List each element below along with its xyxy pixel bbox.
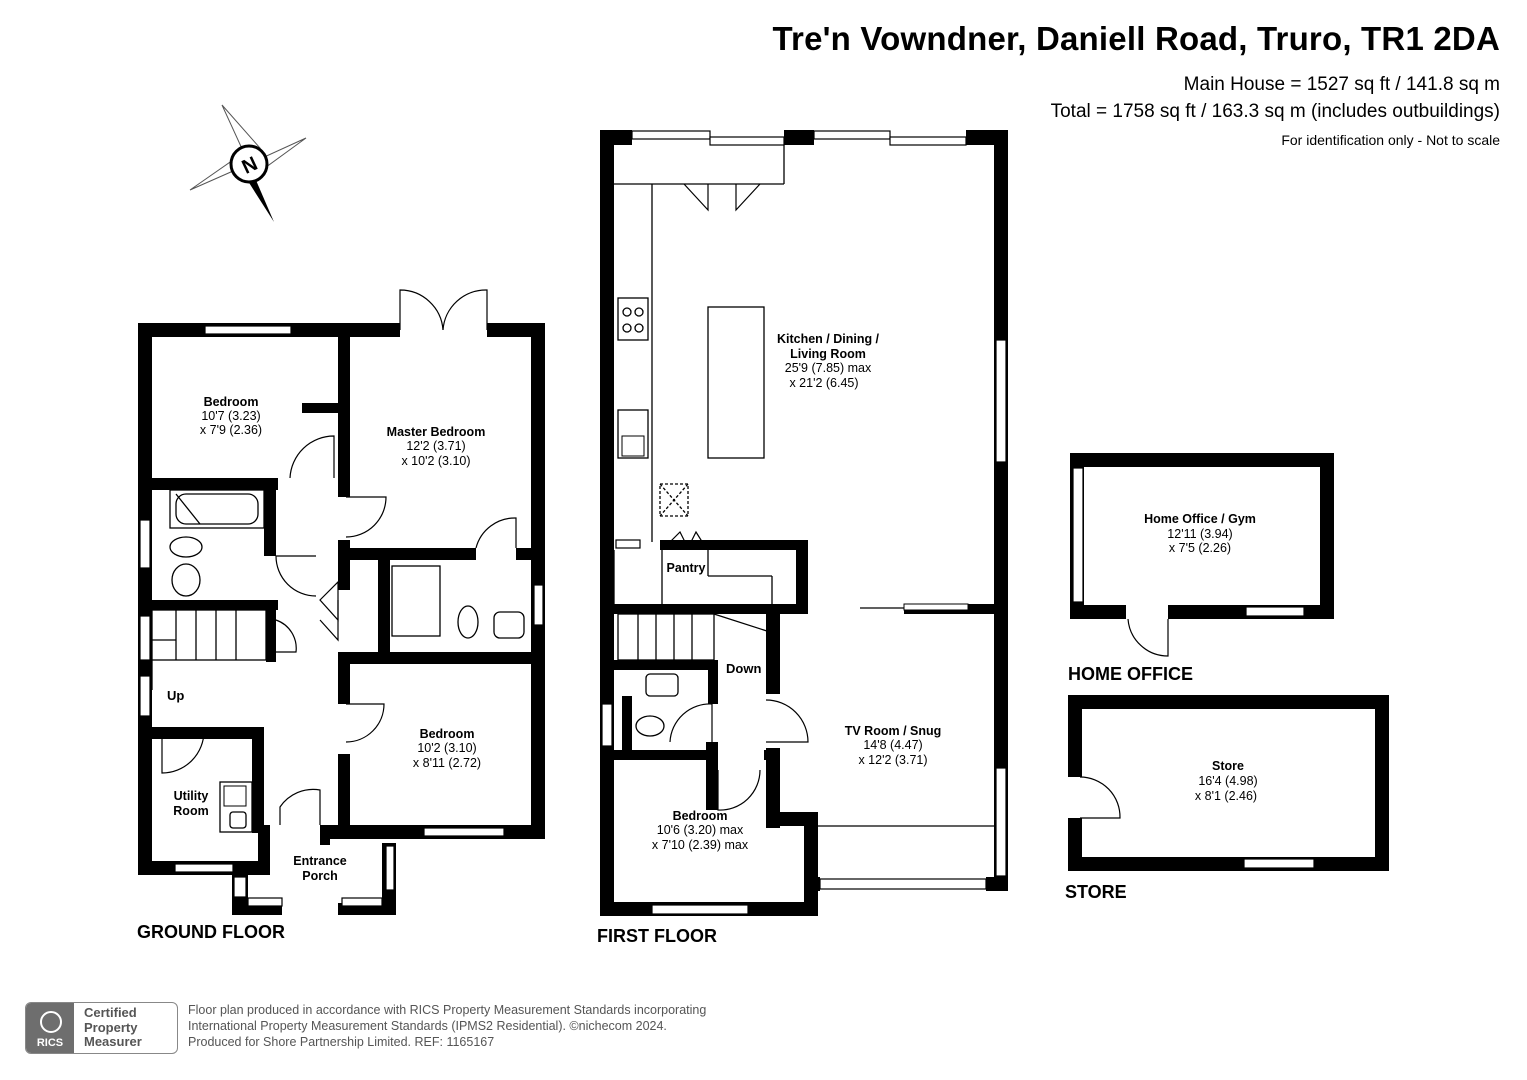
store-dim1: 16'4 (4.98)	[1198, 774, 1257, 788]
store-label: STORE	[1065, 882, 1127, 902]
tv-room-dim2: x 12'2 (3.71)	[858, 753, 927, 767]
bedroom-a-dim2: x 7'9 (2.36)	[200, 423, 262, 437]
bedroom-a-dim1: 10'7 (3.23)	[201, 409, 260, 423]
pantry-name: Pantry	[667, 561, 706, 575]
office-name: Home Office / Gym	[1144, 512, 1256, 526]
stairs-up-label: Up	[167, 688, 184, 703]
rics-badge: RICS Certified Property Measurer	[25, 1002, 178, 1054]
first-floor-plan: Kitchen / Dining / Living Room 25'9 (7.8…	[597, 130, 1008, 946]
bedroom-b-dim2: x 8'11 (2.72)	[413, 756, 481, 770]
compass-icon: N	[189, 104, 307, 222]
rics-logo-icon: RICS	[26, 1003, 74, 1053]
bedroom-a-name: Bedroom	[204, 395, 259, 409]
home-office-label: HOME OFFICE	[1068, 664, 1193, 684]
store-dim2: x 8'1 (2.46)	[1195, 789, 1257, 803]
tv-room-dim1: 14'8 (4.47)	[863, 738, 922, 752]
footer-line1: Floor plan produced in accordance with R…	[188, 1003, 707, 1017]
utility-name1: Utility	[174, 789, 209, 803]
store-name: Store	[1212, 759, 1244, 773]
kitchen-dim1: 25'9 (7.85) max	[785, 361, 872, 375]
bedroom-c-dim2: x 7'10 (2.39) max	[652, 838, 749, 852]
footer-line3: Produced for Shore Partnership Limited. …	[188, 1035, 495, 1049]
utility-name2: Room	[173, 804, 208, 818]
master-bedroom-dim2: x 10'2 (3.10)	[401, 454, 470, 468]
property-title: Tre'n Vowndner, Daniell Road, Truro, TR1…	[772, 20, 1500, 57]
kitchen-name1: Kitchen / Dining /	[777, 332, 880, 346]
total-area: Total = 1758 sq ft / 163.3 sq m (include…	[1050, 101, 1500, 122]
kitchen-dim2: x 21'2 (6.45)	[789, 376, 858, 390]
footer-line2: International Property Measurement Stand…	[188, 1019, 667, 1033]
porch-name2: Porch	[302, 869, 337, 883]
master-bedroom-name: Master Bedroom	[387, 425, 486, 439]
ground-floor-plan: Bedroom 10'7 (3.23) x 7'9 (2.36) Master …	[137, 289, 545, 942]
first-stairs	[617, 613, 771, 661]
tv-room-name: TV Room / Snug	[845, 724, 942, 738]
home-office-plan: Home Office / Gym 12'11 (3.94) x 7'5 (2.…	[1068, 453, 1334, 684]
bedroom-c-name: Bedroom	[673, 809, 728, 823]
porch-name1: Entrance	[293, 854, 347, 868]
first-floor-label: FIRST FLOOR	[597, 926, 717, 946]
main-house-area: Main House = 1527 sq ft / 141.8 sq m	[1183, 74, 1500, 95]
ground-floor-label: GROUND FLOOR	[137, 922, 285, 942]
scale-note: For identification only - Not to scale	[1281, 132, 1500, 148]
bedroom-b-name: Bedroom	[420, 727, 475, 741]
ground-stairs	[151, 609, 267, 690]
rics-badge-text: Certified Property Measurer	[84, 1005, 142, 1049]
store-plan: Store 16'4 (4.98) x 8'1 (2.46) STORE	[1065, 695, 1389, 902]
bedroom-b-dim1: 10'2 (3.10)	[417, 741, 476, 755]
stairs-down-label: Down	[726, 661, 761, 676]
master-bedroom-dim1: 12'2 (3.71)	[406, 439, 465, 453]
bedroom-c-dim1: 10'6 (3.20) max	[657, 823, 744, 837]
kitchen-name2: Living Room	[790, 347, 866, 361]
footer-text: Floor plan produced in accordance with R…	[188, 1002, 706, 1050]
office-dim1: 12'11 (3.94)	[1167, 527, 1232, 541]
office-dim2: x 7'5 (2.26)	[1169, 541, 1231, 555]
